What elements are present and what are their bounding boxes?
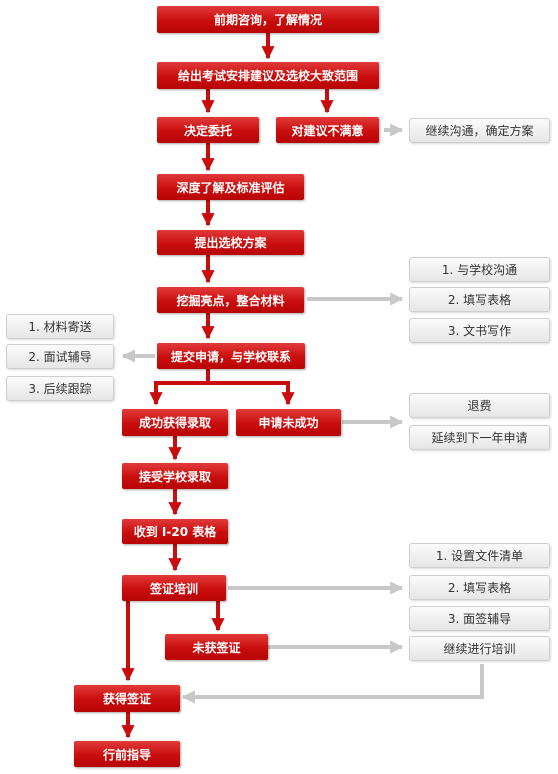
step-receive-i20[interactable]: 收到 I-20 表格 xyxy=(122,519,228,544)
side-continue-comm[interactable]: 继续沟通，确定方案 xyxy=(409,118,550,143)
side-refund[interactable]: 退费 xyxy=(409,393,550,418)
side-follow-up[interactable]: 3. 后续跟踪 xyxy=(6,376,114,401)
step-admitted[interactable]: 成功获得录取 xyxy=(122,409,228,436)
step-visa-training[interactable]: 签证培训 xyxy=(122,575,226,601)
side-doc-list[interactable]: 1. 设置文件清单 xyxy=(409,543,550,568)
side-fill-form-2[interactable]: 2. 填写表格 xyxy=(409,575,550,600)
connector-submit-split xyxy=(154,369,290,385)
side-mail-materials[interactable]: 1. 材料寄送 xyxy=(6,314,114,339)
step-school-plan[interactable]: 提出选校方案 xyxy=(157,230,304,255)
step-unsatisfied[interactable]: 对建议不满意 xyxy=(276,117,379,143)
side-fill-form-1[interactable]: 2. 填写表格 xyxy=(409,287,550,312)
side-continue-training[interactable]: 继续进行培训 xyxy=(409,636,550,661)
connector-continue-to-granted xyxy=(181,664,484,704)
step-submit[interactable]: 提交申请，与学校联系 xyxy=(157,343,305,369)
step-visa-granted[interactable]: 获得签证 xyxy=(74,685,180,712)
side-visa-interview[interactable]: 3. 面签辅导 xyxy=(409,606,550,631)
side-writing[interactable]: 3. 文书写作 xyxy=(409,318,550,343)
step-visa-denied[interactable]: 未获签证 xyxy=(165,634,268,660)
side-interview-coaching[interactable]: 2. 面试辅导 xyxy=(6,344,114,369)
step-accept-offer[interactable]: 接受学校录取 xyxy=(122,463,228,489)
side-next-year[interactable]: 延续到下一年申请 xyxy=(409,425,550,450)
step-exam-advice[interactable]: 给出考试安排建议及选校大致范围 xyxy=(157,62,379,89)
step-decide[interactable]: 决定委托 xyxy=(157,117,259,143)
step-highlights[interactable]: 挖掘亮点，整合材料 xyxy=(157,287,304,313)
step-consult[interactable]: 前期咨询，了解情况 xyxy=(157,6,379,33)
step-pre-departure[interactable]: 行前指导 xyxy=(74,741,180,767)
step-evaluation[interactable]: 深度了解及标准评估 xyxy=(157,174,304,200)
side-school-comm[interactable]: 1. 与学校沟通 xyxy=(409,257,550,282)
step-not-admitted[interactable]: 申请未成功 xyxy=(236,409,341,436)
